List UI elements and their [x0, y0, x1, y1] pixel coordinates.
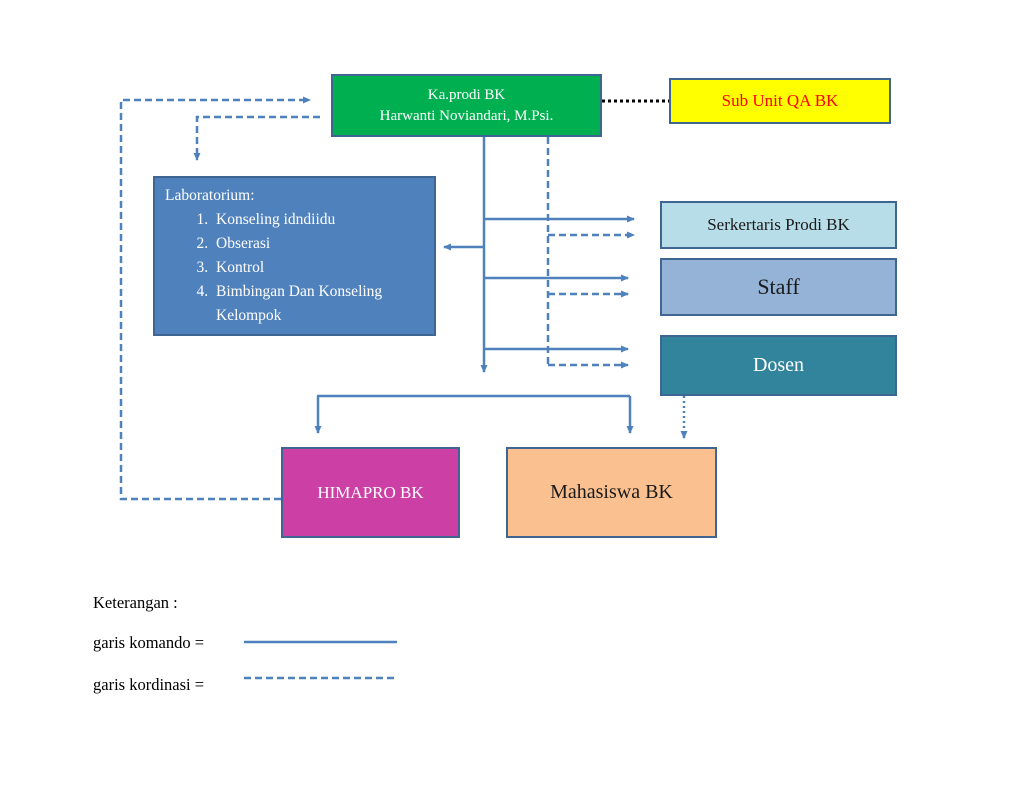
laboratorium-item: Kontrol: [212, 256, 424, 280]
sekretaris-label: Serkertaris Prodi BK: [707, 215, 850, 234]
laboratorium-item: Bimbingan Dan Konseling Kelompok: [212, 280, 424, 328]
laboratorium-box: Laboratorium: Konseling idndiidu Obseras…: [153, 176, 436, 336]
laboratorium-item: Konseling idndiidu: [212, 208, 424, 232]
sub-unit-qa-box: Sub Unit QA BK: [669, 78, 891, 124]
coordination-lines: [119, 96, 635, 501]
command-lines: [314, 137, 635, 434]
kaprodi-title: Ka.prodi BK: [427, 86, 506, 103]
staff-label: Staff: [757, 274, 800, 299]
sekretaris-box: Serkertaris Prodi BK: [660, 201, 897, 249]
laboratorium-title: Laboratorium:: [165, 187, 255, 204]
staff-box: Staff: [660, 258, 897, 316]
dosen-label: Dosen: [752, 354, 805, 376]
mahasiswa-box: Mahasiswa BK: [506, 447, 717, 538]
kaprodi-name: Harwanti Noviandari, M.Psi.: [379, 107, 554, 124]
legend-komando-label: garis komando =: [93, 633, 205, 652]
laboratorium-item: Obserasi: [212, 232, 424, 256]
coordination-kaprodi-to-laboratorium: [193, 115, 320, 161]
coordination-himapro-to-kaprodi: [119, 96, 311, 501]
himapro-label: HIMAPRO BK: [317, 482, 424, 502]
sub-unit-qa-label: Sub Unit QA BK: [721, 91, 839, 110]
himapro-box: HIMAPRO BK: [281, 447, 460, 538]
legend-kordinasi-label: garis kordinasi =: [93, 675, 205, 694]
legend-title: Keterangan :: [93, 593, 178, 612]
kaprodi-box: Ka.prodi BK Harwanti Noviandari, M.Psi.: [331, 74, 602, 137]
mahasiswa-label: Mahasiswa BK: [550, 481, 673, 503]
dosen-box: Dosen: [660, 335, 897, 396]
laboratorium-list: Konseling idndiidu Obserasi Kontrol Bimb…: [165, 208, 424, 328]
